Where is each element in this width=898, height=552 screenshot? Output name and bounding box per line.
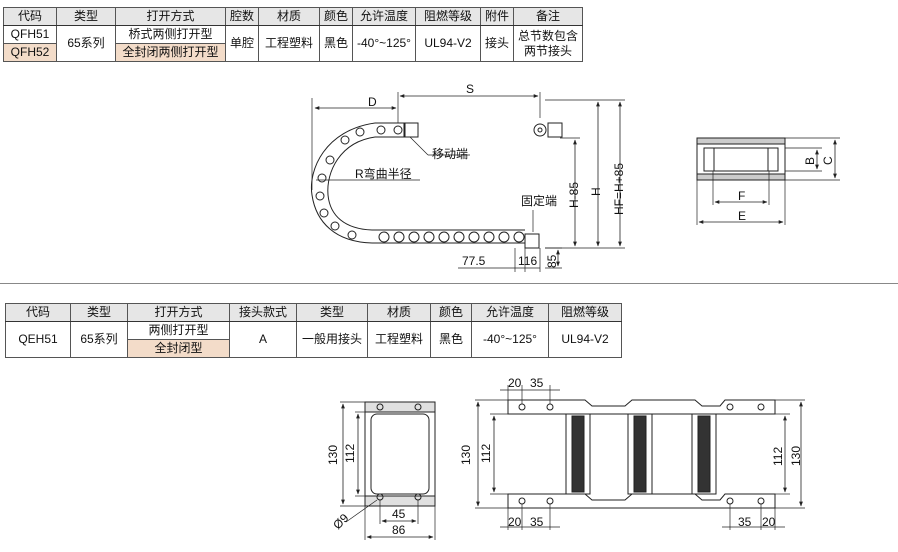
chain-top-view [475,385,805,530]
chain-links [315,125,525,243]
table-row: QFH52 全封闭两侧打开型 [3,43,583,62]
dim-label-85: 85 [545,254,559,268]
dim-label-130-right: 130 [789,446,803,466]
col-header: 附件 [480,7,514,26]
table-row: QFH51 65系列 桥式两侧打开型 单腔 工程塑料 黑色 -40°~125° … [3,25,583,62]
accessory-cell: 接头 [480,25,514,62]
col-header: 类型 [70,303,128,322]
type-cell: 65系列 [56,25,116,62]
temp-cell: -40°~125° [471,321,549,358]
dim-label-20-top: 20 [508,376,522,390]
dim-label-hf: HF=H+85 [612,163,626,215]
section-divider [0,283,898,284]
hole-diameter-label: Ø9 [330,511,351,532]
dim-label-116: 116 [518,254,537,268]
dim-label-D: D [368,95,377,109]
dim-label-35-top: 35 [530,376,544,390]
bend-radius-label: R弯曲半径 [355,166,412,181]
dim-label-B: B [803,157,817,165]
jtype-cell: 一般用接头 [296,321,368,358]
col-header: 打开方式 [115,7,226,26]
dim-label-20-bottom: 20 [508,515,522,529]
col-header: 允许温度 [352,7,416,26]
temp-cell: -40°~125° [352,25,416,62]
dim-label-112-left: 112 [479,444,493,463]
note-line: 两节接头 [523,43,572,58]
spec-table-qeh: 代码 类型 打开方式 接头款式 类型 材质 颜色 允许温度 阻燃等级 QEH51… [5,303,622,358]
chain-cross-section [696,137,840,225]
dim-label-F: F [738,189,745,203]
dim-label-130: 130 [326,445,340,465]
end-bracket-front-view [340,401,436,540]
moving-end-label: 移动端 [432,147,468,161]
dim-label-112: 112 [343,444,357,463]
col-header: 打开方式 [127,303,230,322]
pitch-label: 77.5 [462,254,486,268]
dim-label-S: S [466,82,474,96]
dim-label-35-bottom-right: 35 [738,515,752,529]
dim-label-h85: H-85 [567,182,581,208]
dim-label-C: C [821,156,835,165]
col-header: 代码 [3,7,57,26]
col-header: 颜色 [319,7,353,26]
dim-label-45: 45 [392,507,406,521]
dim-label-112-right: 112 [771,447,785,466]
open-cell: 全封闭型 [127,339,230,358]
dim-label-86: 86 [392,523,406,537]
note-line: 总节数包含 [517,28,578,43]
dim-label-20-bottom-right: 20 [762,515,776,529]
spec-table-qfh: 代码 类型 打开方式 腔数 材质 颜色 允许温度 阻燃等级 附件 备注 QFH5… [3,7,583,62]
joint-cell: A [229,321,297,358]
fixed-end-label: 固定端 [521,193,557,208]
code-cell: QFH52 [3,43,57,62]
dim-label-h: H [589,187,603,196]
col-header: 类型 [56,7,116,26]
table-header-row: 代码 类型 打开方式 腔数 材质 颜色 允许温度 阻燃等级 附件 备注 [3,7,583,26]
dim-label-130-left: 130 [459,445,473,465]
note-cell: 总节数包含 两节接头 [513,25,583,62]
dim-label-E: E [738,209,746,223]
col-header: 阻燃等级 [548,303,622,322]
material-cell: 工程塑料 [258,25,320,62]
dim-label-35-bottom: 35 [530,515,544,529]
material-cell: 工程塑料 [367,321,431,358]
chain-side-view [310,92,625,272]
table-row: QEH51 65系列 两侧打开型 A 一般用接头 工程塑料 黑色 -40°~12… [5,321,622,358]
code-cell: QEH51 [5,321,71,358]
open-cell: 全封闭两侧打开型 [115,43,226,62]
table-row: 全封闭型 [6,339,622,358]
color-cell: 黑色 [430,321,472,358]
col-header: 接头款式 [229,303,297,322]
color-cell: 黑色 [319,25,353,62]
cavity-cell: 单腔 [225,25,259,62]
col-header: 材质 [258,7,320,26]
flame-cell: UL94-V2 [548,321,622,358]
